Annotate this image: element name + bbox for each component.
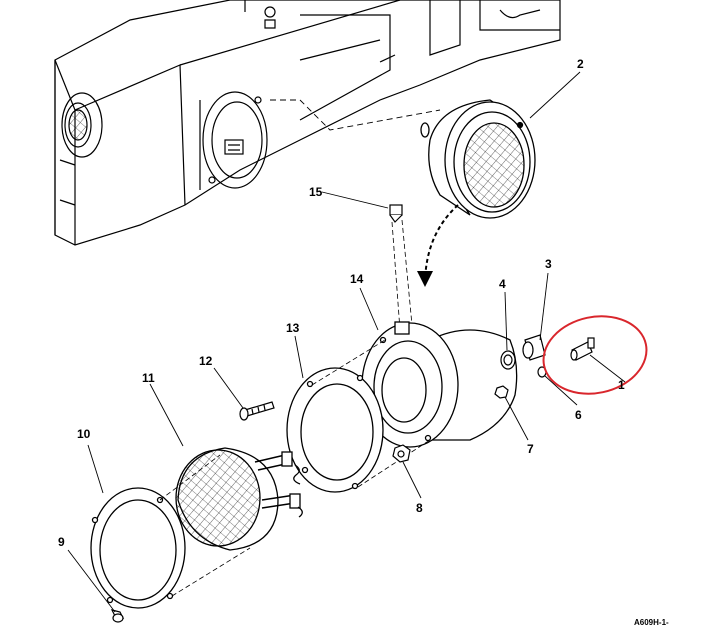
callout-4: 4 xyxy=(499,277,506,291)
ring-to-housing-guides xyxy=(311,339,431,488)
callout-10: 10 xyxy=(77,427,91,441)
connector-clip-item-15 xyxy=(389,204,403,223)
installation-arrow xyxy=(417,204,459,287)
callout-3: 3 xyxy=(545,257,552,271)
callout-7: 7 xyxy=(527,442,534,456)
washer-item-4 xyxy=(500,350,516,370)
clip-guide-lines xyxy=(391,219,413,331)
callout-12: 12 xyxy=(199,354,213,368)
callout-6: 6 xyxy=(575,408,582,422)
drawing-code: A609H-1- xyxy=(634,618,669,627)
screw-item-12 xyxy=(239,401,275,421)
trim-ring-guides xyxy=(159,454,251,597)
sealed-beam-assembly-item-2 xyxy=(420,99,536,219)
callout-8: 8 xyxy=(416,501,423,515)
callout-labels: 1 2 3 4 6 7 8 9 10 11 12 13 14 15 xyxy=(58,57,625,549)
bulb-item-5 xyxy=(570,337,595,361)
callout-9: 9 xyxy=(58,535,65,549)
screw-item-9 xyxy=(110,609,125,623)
socket-item-3 xyxy=(522,334,546,361)
nut-item-7 xyxy=(494,385,509,399)
headlight-housing-item-14 xyxy=(361,321,518,448)
callout-13: 13 xyxy=(286,321,300,335)
highlight-circle xyxy=(542,315,648,395)
trim-ring-item-10 xyxy=(90,487,186,609)
body-headlight-bucket xyxy=(202,91,268,189)
callout-11: 11 xyxy=(142,371,155,385)
callout-14: 14 xyxy=(350,272,364,286)
leader-lines xyxy=(67,71,626,613)
callout-2: 2 xyxy=(577,57,584,71)
retaining-ring-item-13 xyxy=(286,367,384,493)
nut-item-8 xyxy=(392,444,411,463)
callout-1: 1 xyxy=(618,378,625,392)
body-headlight-left xyxy=(61,92,103,158)
vehicle-body-panel xyxy=(54,0,561,246)
assembly-path-line xyxy=(270,99,441,131)
callout-15: 15 xyxy=(309,185,323,199)
sealed-beam-lamp-item-11 xyxy=(175,447,303,551)
